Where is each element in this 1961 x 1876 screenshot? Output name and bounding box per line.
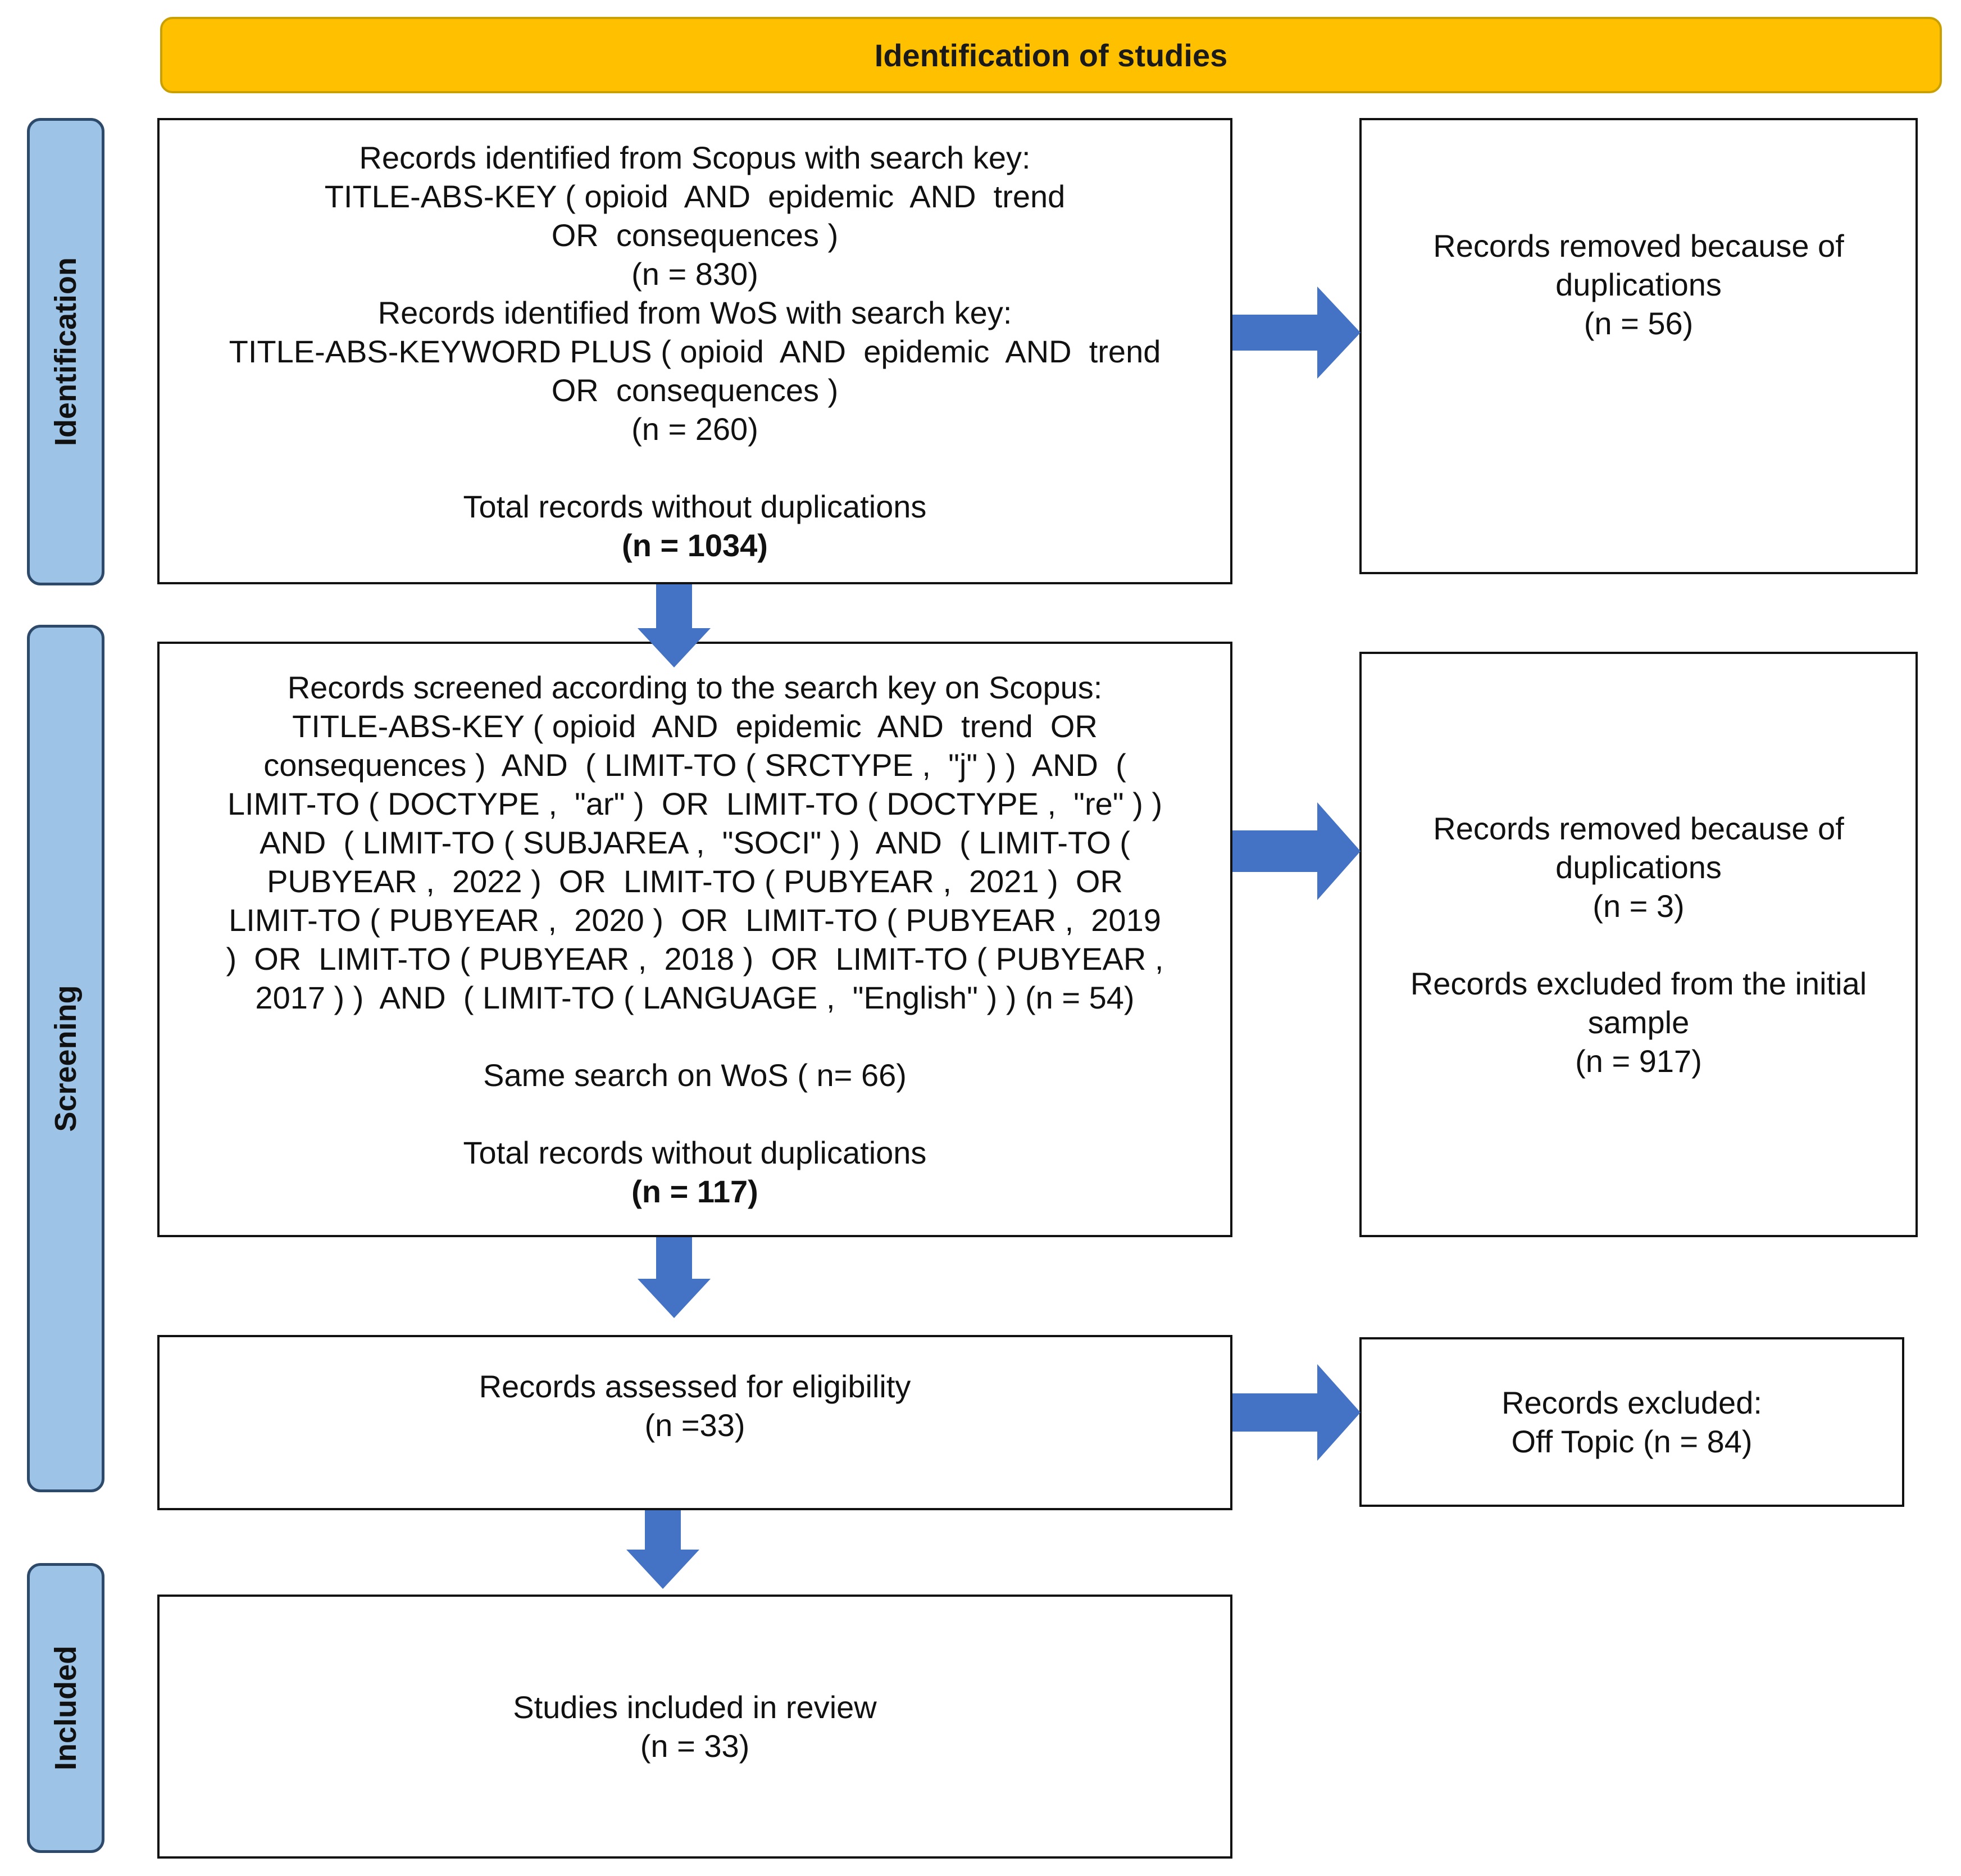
- eligibility-line: (n =33): [644, 1407, 745, 1443]
- removed-line: Records removed because of: [1433, 228, 1844, 264]
- stage-identification: Identification: [27, 118, 104, 585]
- removed-duplicates-box-2: Records removed because of duplications …: [1359, 652, 1918, 1237]
- removed-line: (n = 56): [1584, 305, 1694, 341]
- excluded-initial-line: Records excluded from the initial: [1410, 965, 1867, 1001]
- excluded-initial-line: (n = 917): [1575, 1043, 1702, 1079]
- identification-total-value: (n = 1034): [622, 527, 768, 563]
- screening-box: Records screened according to the search…: [157, 642, 1232, 1237]
- identification-box: Records identified from Scopus with sear…: [157, 118, 1232, 584]
- removed-duplicates-box-1: Records removed because of duplications …: [1359, 118, 1918, 574]
- arrow-right-icon: [1232, 287, 1361, 379]
- arrow-right-icon: [1232, 1364, 1361, 1461]
- identification-line: (n = 830): [631, 256, 758, 292]
- included-box: Studies included in review (n = 33): [157, 1595, 1232, 1859]
- excluded-initial-line: sample: [1587, 1004, 1690, 1040]
- screening-line: AND ( LIMIT-TO ( SUBJAREA , "SOCI" ) ) A…: [260, 825, 1130, 860]
- identification-line: TITLE-ABS-KEY ( opioid AND epidemic AND …: [324, 178, 1066, 214]
- identification-line: (n = 260): [631, 411, 758, 447]
- screening-line: consequences ) AND ( LIMIT-TO ( SRCTYPE …: [263, 747, 1126, 783]
- screening-total-value: (n = 117): [631, 1174, 758, 1209]
- identification-line: TITLE-ABS-KEYWORD PLUS ( opioid AND epid…: [229, 333, 1161, 369]
- excluded-off-topic-box: Records excluded: Off Topic (n = 84): [1359, 1337, 1904, 1507]
- screening-line: PUBYEAR , 2022 ) OR LIMIT-TO ( PUBYEAR ,…: [267, 864, 1123, 899]
- identification-line: OR consequences ): [551, 372, 839, 408]
- removed-line: (n = 3): [1593, 888, 1685, 924]
- removed-line: Records removed because of: [1433, 810, 1844, 846]
- screening-line: LIMIT-TO ( PUBYEAR , 2020 ) OR LIMIT-TO …: [229, 902, 1161, 938]
- excluded-line: Records excluded:: [1502, 1385, 1762, 1420]
- included-line: (n = 33): [640, 1728, 750, 1764]
- arrow-down-icon: [626, 1510, 699, 1589]
- excluded-line: Off Topic (n = 84): [1511, 1424, 1753, 1459]
- identification-total-label: Total records without duplications: [463, 488, 927, 524]
- eligibility-line: Records assessed for eligibility: [479, 1369, 911, 1404]
- included-line: Studies included in review: [513, 1689, 877, 1725]
- eligibility-box: Records assessed for eligibility (n =33): [157, 1335, 1232, 1510]
- screening-line: Records screened according to the search…: [287, 670, 1103, 705]
- screening-wos-line: Same search on WoS ( n= 66): [483, 1057, 907, 1093]
- identification-line: Records identified from WoS with search …: [377, 294, 1012, 330]
- stage-included: Included: [27, 1563, 104, 1853]
- stage-screening: Screening: [27, 625, 104, 1492]
- removed-line: duplications: [1555, 849, 1722, 885]
- screening-line: TITLE-ABS-KEY ( opioid AND epidemic AND …: [292, 708, 1098, 744]
- arrow-down-icon: [638, 584, 711, 667]
- screening-line: LIMIT-TO ( DOCTYPE , "ar" ) OR LIMIT-TO …: [227, 786, 1163, 821]
- screening-line: ) OR LIMIT-TO ( PUBYEAR , 2018 ) OR LIMI…: [226, 941, 1164, 976]
- arrow-down-icon: [638, 1237, 711, 1318]
- screening-line: 2017 ) ) AND ( LIMIT-TO ( LANGUAGE , "En…: [255, 980, 1135, 1015]
- removed-line: duplications: [1555, 266, 1722, 302]
- arrow-right-icon: [1232, 802, 1361, 900]
- banner-title: Identification of studies: [874, 37, 1228, 73]
- identification-line: Records identified from Scopus with sear…: [359, 139, 1031, 175]
- identification-line: OR consequences ): [551, 217, 839, 253]
- screening-total-label: Total records without duplications: [463, 1135, 927, 1170]
- identification-of-studies-banner: Identification of studies: [160, 17, 1942, 93]
